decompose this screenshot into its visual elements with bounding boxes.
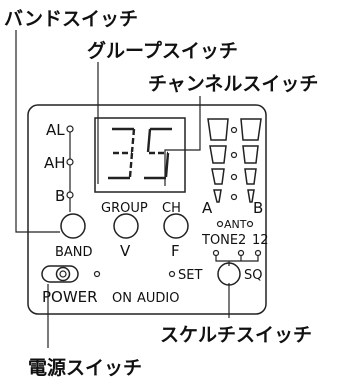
signal-meter-left [207, 118, 229, 203]
band-button-label: BAND [55, 245, 93, 260]
power-switch-callout: 電源スイッチ [28, 356, 142, 379]
squelch-button-label: SQ [244, 268, 262, 283]
band-switch-callout: バンドスイッチ [4, 8, 138, 30]
panel-outline [27, 104, 267, 315]
power-label: POWER [42, 288, 98, 306]
band-button[interactable] [60, 213, 86, 239]
band-al-label: AL [46, 121, 65, 139]
power-switch[interactable] [41, 265, 79, 283]
group-button-sub-label: V [120, 242, 131, 260]
set-label: SET [178, 268, 202, 283]
display-window [94, 117, 186, 193]
audio-label: AUDIO [137, 291, 180, 306]
band-indicator-leds [66, 125, 74, 212]
group-switch-callout: グループスイッチ [87, 39, 238, 62]
channel-switch-callout: チャンネルスイッチ [148, 73, 318, 95]
group-button[interactable] [113, 213, 139, 239]
ant-label: ANT [224, 218, 247, 231]
squelch-button[interactable] [217, 262, 241, 286]
power-switch-knob [55, 266, 71, 282]
band-leader-line [15, 30, 60, 233]
channel-leader-line [164, 96, 201, 186]
channel-button[interactable] [163, 213, 189, 239]
signal-meter-right [240, 118, 262, 203]
channel-label: CH [162, 201, 181, 216]
segment-display [108, 127, 172, 180]
tone-indicator-leds [212, 249, 262, 266]
antenna-b-label: B [253, 199, 263, 217]
tone-label: TONE [201, 233, 238, 248]
group-label: GROUP [101, 201, 148, 216]
power-led [93, 270, 101, 278]
signal-meter-dots [230, 126, 238, 201]
set-led [168, 270, 176, 278]
ant-a-led [216, 220, 224, 228]
tone-12-label: 12 [252, 233, 269, 248]
antenna-a-label: A [202, 199, 213, 217]
band-b-label: B [55, 187, 65, 205]
squelch-switch-callout: スケルチスイッチ [160, 324, 312, 346]
on-label: ON [112, 291, 132, 306]
power-switch-knob-center [59, 270, 67, 278]
band-ah-label: AH [44, 154, 66, 172]
channel-button-sub-label: F [171, 242, 180, 260]
tone-2-label: 2 [238, 233, 246, 248]
ant-b-led [246, 220, 254, 228]
